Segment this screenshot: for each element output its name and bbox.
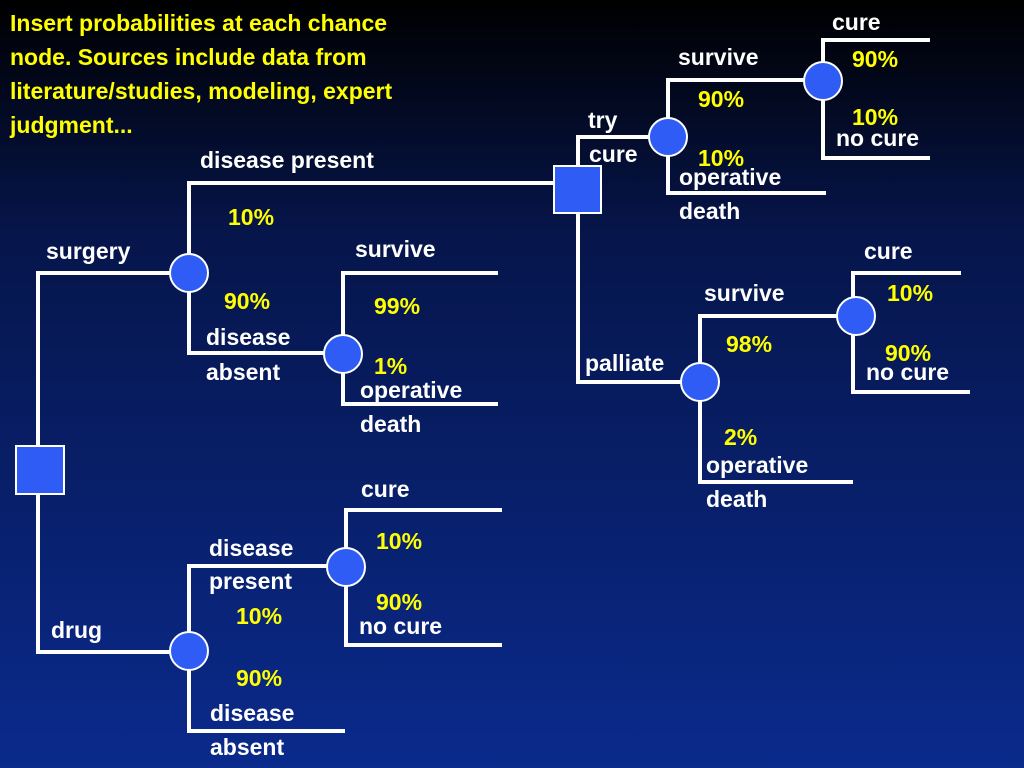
root-decision-node (15, 445, 65, 495)
second-decision-branch-lines (576, 135, 685, 384)
intro-line-1: Insert probabilities at each chance (10, 10, 387, 36)
drug-disease-present-prob: 10% (236, 603, 282, 629)
surgery-survive-prob: 99% (374, 293, 420, 319)
drug-label: drug (51, 617, 102, 643)
palliate-nocure-prob: 90% (885, 340, 931, 366)
surgery-chance-node (169, 253, 209, 293)
try-cure-nocure-label: no cure (836, 125, 919, 151)
drug-disease-absent-label-2: absent (210, 734, 284, 760)
drug-chance-node (169, 631, 209, 671)
surgery-death-label-2: death (360, 411, 421, 437)
palliate-nocure-label: no cure (866, 359, 949, 385)
disease-absent-prob: 90% (224, 288, 270, 314)
drug-disease-present-label-2: present (209, 568, 292, 594)
try-cure-survive-label: survive (678, 44, 759, 70)
try-cure-label-2: cure (589, 141, 638, 167)
palliate-survive-prob: 98% (726, 331, 772, 357)
try-cure-cure-prob: 90% (852, 46, 898, 72)
surgery-death-prob: 1% (374, 353, 407, 379)
drug-nocure-prob: 90% (376, 589, 422, 615)
surgery-survival-chance-node (323, 334, 363, 374)
palliate-death-prob: 2% (724, 424, 757, 450)
drug-cure-prob: 10% (376, 528, 422, 554)
disease-present-label: disease present (200, 147, 374, 173)
try-cure-survive-prob: 90% (698, 86, 744, 112)
tree-nodes (15, 61, 876, 671)
tree-branches (36, 38, 970, 733)
try-cure-nocure-prob: 10% (852, 104, 898, 130)
try-cure-cure-label: cure (832, 9, 881, 35)
surgery-survive-label: survive (355, 236, 436, 262)
disease-absent-label-1: disease (206, 324, 290, 350)
intro-line-4: judgment... (9, 112, 133, 138)
try-cure-death-prob: 10% (698, 145, 744, 171)
palliate-survive-label: survive (704, 280, 785, 306)
palliate-cure-prob: 10% (887, 280, 933, 306)
palliate-label: palliate (585, 350, 664, 376)
disease-absent-label-2: absent (206, 359, 280, 385)
palliate-outcome-chance-node (836, 296, 876, 336)
intro-line-2: node. Sources include data from (10, 44, 367, 70)
try-cure-death-label-2: death (679, 198, 740, 224)
intro-line-3: literature/studies, modeling, expert (10, 78, 392, 104)
drug-disease-absent-label-1: disease (210, 700, 294, 726)
drug-cure-label: cure (361, 476, 410, 502)
tree-labels: surgery disease present 10% 90% disease … (46, 9, 949, 760)
try-cure-chance-node (648, 117, 688, 157)
palliate-cure-label: cure (864, 238, 913, 264)
intro-text: Insert probabilities at each chance node… (9, 10, 392, 138)
drug-outcome-chance-node (326, 547, 366, 587)
try-cure-label-1: try (588, 107, 618, 133)
palliate-chance-node (680, 362, 720, 402)
drug-disease-absent-prob: 90% (236, 665, 282, 691)
try-cure-outcome-chance-node (803, 61, 843, 101)
drug-nocure-label: no cure (359, 613, 442, 639)
palliate-death-label-1: operative (706, 452, 808, 478)
palliate-death-label-2: death (706, 486, 767, 512)
surgery-label: surgery (46, 238, 131, 264)
surgery-death-label-1: operative (360, 377, 462, 403)
try-cure-death-label-1: operative (679, 164, 781, 190)
drug-disease-present-label-1: disease (209, 535, 293, 561)
treatment-decision-node (553, 165, 602, 214)
disease-present-prob: 10% (228, 204, 274, 230)
